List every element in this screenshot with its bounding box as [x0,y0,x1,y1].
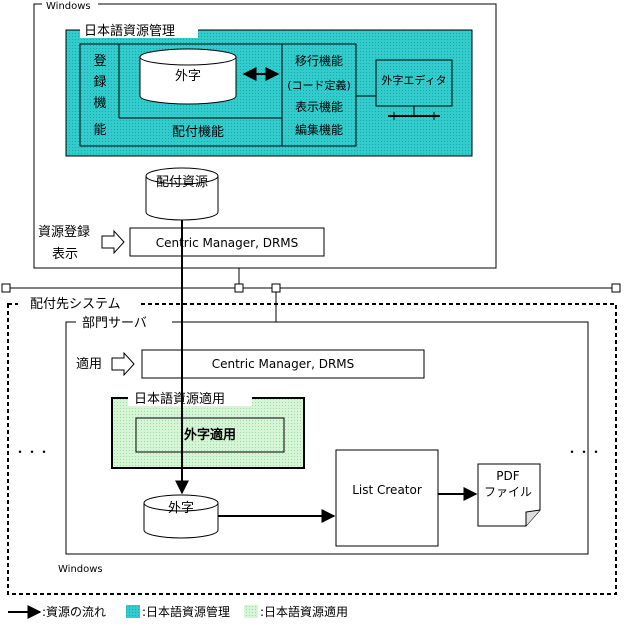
destination-system-frame: 配付先システム [7,296,617,595]
resource-registration-group: 資源登録 表示 [38,225,125,262]
department-server-label: 部門サーバ [82,316,147,331]
registration-char-4: 能 [93,123,106,138]
distribution-resources-database: 配付資源 [145,167,219,221]
right-ellipsis: ・・・ [566,445,602,459]
centric-manager-box-bottom: Centric Manager, DRMS [141,349,425,379]
apply-group: 適用 [76,351,135,377]
migration-function-label: 移行機能 [295,53,343,68]
pdf-file-icon: PDF ファイル [477,463,541,527]
legend-mgmt-label: :日本語資源管理 [142,604,230,619]
gaiji-editor-label: 外字エディタ [381,73,446,87]
distribution-function-label: 配付機能 [172,125,224,140]
gaiji-database-top: 外字 [139,48,237,105]
apply-box-title: 日本語資源適用 [134,391,225,407]
input-arrow-icon [101,229,125,255]
gaiji-apply-label: 外字適用 [183,427,236,443]
centric-manager-top-label: Centric Manager, DRMS [156,236,299,250]
network-node-bottom [271,283,281,293]
centric-manager-box-top: Centric Manager, DRMS [129,227,325,257]
japanese-resource-application-box: 日本語資源適用 外字適用 [111,390,305,469]
destination-system-label: 配付先システム [30,297,121,312]
edit-function-label: 編集機能 [295,122,343,137]
apply-arrow-icon [111,351,135,377]
bottom-windows-label: Windows [58,564,103,575]
japanese-resource-management-box: 日本語資源管理 [65,22,473,157]
gaiji-db-label: 外字 [175,69,201,84]
gaiji-db-bottom-label: 外字 [168,501,194,516]
left-ellipsis: ・・・ [14,445,50,459]
code-definition-label: (コード定義) [287,78,351,92]
network-end-right [611,283,621,293]
legend-flow-label: :資源の流れ [42,605,106,619]
top-windows-frame: Windows [33,0,497,269]
network-node-top [234,283,244,293]
registration-function-box: 登 録 機 能 配付機能 [79,43,283,147]
list-creator-box: List Creator [335,449,439,547]
display-label: 表示 [52,247,78,262]
centric-manager-bottom-label: Centric Manager, DRMS [212,357,355,371]
department-server-frame: 部門サーバ [65,314,589,555]
gaiji-database-bottom: 外字 [143,494,219,539]
distribution-db-label: 配付資源 [156,175,208,190]
legend-apply-swatch [244,605,258,618]
mgmt-title: 日本語資源管理 [84,23,175,39]
pdf-line-2: ファイル [484,485,532,499]
display-function-label: 表示機能 [295,99,343,114]
top-windows-label: Windows [46,1,91,12]
pdf-line-1: PDF [496,469,519,483]
legend-mgmt-swatch [126,605,140,618]
registration-char-2: 録 [93,75,106,90]
list-creator-label: List Creator [352,483,422,497]
registration-char-3: 機 [93,96,106,111]
network-bus [1,268,621,322]
apply-label: 適用 [76,356,102,372]
legend: :資源の流れ :日本語資源管理 :日本語資源適用 [8,604,348,619]
resource-registration-label: 資源登録 [38,225,90,240]
registration-char-1: 登 [93,54,106,69]
functions-box: 移行機能 (コード定義) 表示機能 編集機能 [281,43,357,147]
network-end-left [1,283,11,293]
gaiji-editor-monitor: 外字エディタ [356,59,453,120]
legend-apply-label: :日本語資源適用 [260,604,348,619]
